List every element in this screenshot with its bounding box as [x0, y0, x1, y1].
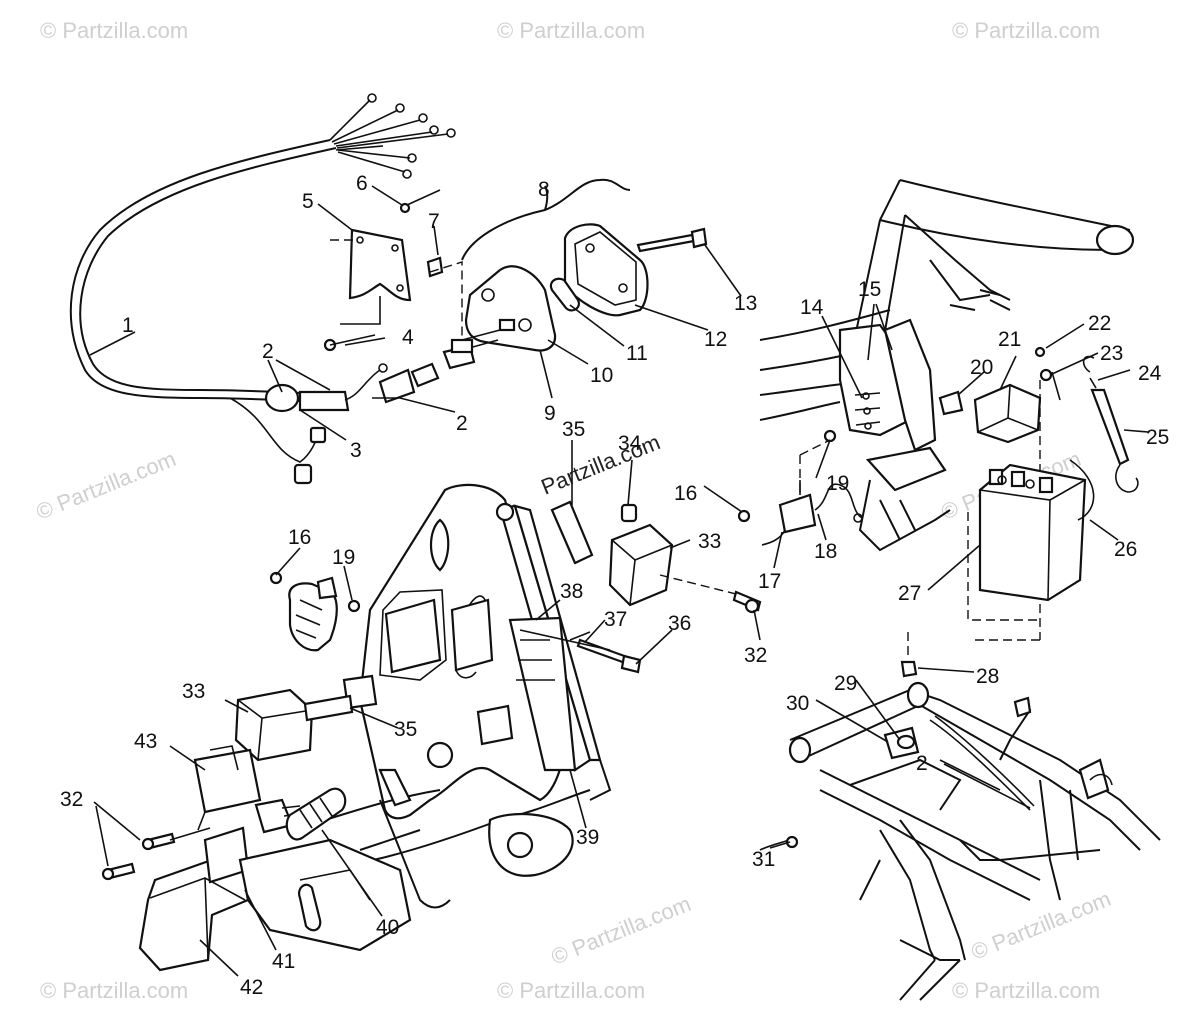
callout-2: 2 [456, 412, 468, 435]
callout-17: 17 [758, 570, 781, 593]
watermark: © Partzilla.com [40, 978, 188, 1003]
callout-39: 39 [576, 826, 599, 849]
callout-2: 2 [916, 752, 928, 775]
callout-31: 31 [752, 848, 775, 871]
watermark: © Partzilla.com [497, 18, 645, 43]
callout-19: 19 [826, 472, 849, 495]
callout-15: 15 [858, 278, 881, 301]
callout-16: 16 [674, 482, 697, 505]
callout-18: 18 [814, 540, 837, 563]
callout-1: 1 [122, 314, 134, 337]
callout-25: 25 [1146, 426, 1169, 449]
watermark: © Partzilla.com [968, 886, 1115, 965]
callout-37: 37 [604, 608, 627, 631]
tail-light [450, 178, 708, 354]
watermark-center: Partzilla.com [538, 429, 664, 499]
callout-21: 21 [998, 328, 1021, 351]
callout-41: 41 [272, 950, 295, 973]
watermark: © Partzilla.com [40, 18, 188, 43]
lower-frame-plate [101, 483, 762, 972]
callout-42: 42 [240, 976, 263, 999]
callout-13: 13 [734, 292, 757, 315]
callout-33: 33 [698, 530, 721, 553]
callout-20: 20 [970, 356, 993, 379]
callout-16: 16 [288, 526, 311, 549]
callout-26: 26 [1114, 538, 1137, 561]
leader-lines [89, 185, 1149, 977]
watermark: © Partzilla.com [497, 978, 645, 1003]
callout-12: 12 [704, 328, 727, 351]
watermark: © Partzilla.com [548, 891, 695, 970]
watermark: © Partzilla.com [952, 978, 1100, 1003]
watermark: © Partzilla.com [952, 18, 1100, 43]
tail-light-bracket [323, 189, 463, 352]
callout-6: 6 [356, 172, 368, 195]
callout-23: 23 [1100, 342, 1123, 365]
callout-10: 10 [590, 364, 613, 387]
callout-33: 33 [182, 680, 205, 703]
callout-43: 43 [134, 730, 157, 753]
lower-right-frame [759, 632, 1161, 1001]
callout-3: 3 [350, 439, 362, 462]
callout-9: 9 [544, 402, 556, 425]
callout-labels: 1 2 2 2 3 4 5 6 7 8 9 10 11 12 13 14 15 … [60, 172, 1169, 999]
callout-32: 32 [744, 644, 767, 667]
callout-7: 7 [428, 210, 440, 233]
callout-35: 35 [562, 418, 585, 441]
callout-5: 5 [302, 190, 314, 213]
callout-24: 24 [1138, 362, 1162, 385]
watermark: © Partzilla.com [33, 446, 180, 525]
callout-22: 22 [1088, 312, 1111, 335]
callout-32: 32 [60, 788, 83, 811]
callout-14: 14 [800, 296, 824, 319]
callout-2: 2 [262, 340, 274, 363]
callout-35: 35 [394, 718, 417, 741]
callout-11: 11 [626, 342, 648, 365]
callout-36: 36 [668, 612, 691, 635]
callout-4: 4 [402, 326, 414, 349]
callout-8: 8 [538, 178, 550, 201]
callout-40: 40 [376, 916, 399, 939]
callout-28: 28 [976, 665, 999, 688]
callout-30: 30 [786, 692, 809, 715]
callout-19: 19 [332, 546, 355, 569]
wiring-harness [69, 93, 476, 485]
callout-38: 38 [560, 580, 583, 603]
callout-29: 29 [834, 672, 857, 695]
callout-27: 27 [898, 582, 921, 605]
callout-34: 34 [618, 432, 642, 455]
upper-frame [737, 179, 1139, 641]
